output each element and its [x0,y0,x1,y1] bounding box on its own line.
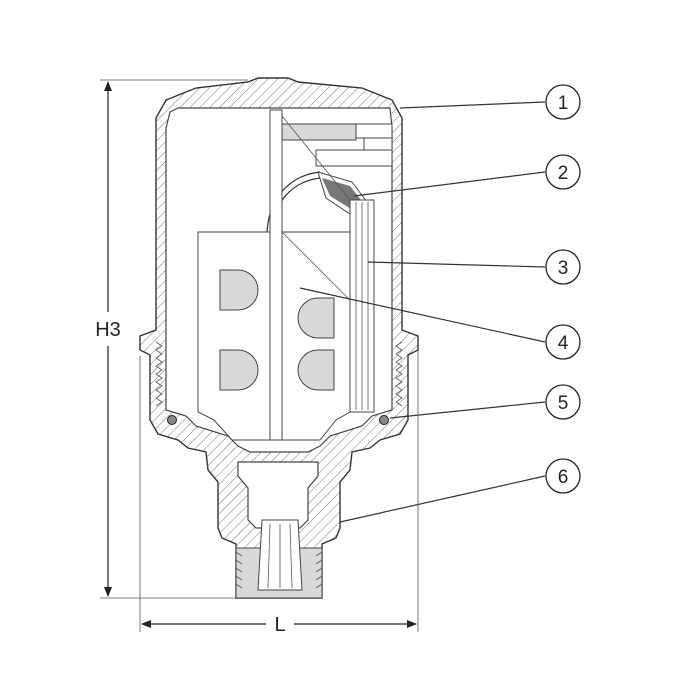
callout-3-label: 3 [558,258,569,279]
leader-lines [299,101,546,523]
callout-5: 5 [545,384,581,420]
vent-outlet [281,123,393,153]
callout-5-label: 5 [558,393,569,414]
callout-6-label: 6 [558,467,569,488]
callout-4: 4 [545,324,581,360]
callout-1-label: 1 [558,93,569,114]
inlet-thread [235,551,323,589]
guide-rods [315,149,393,413]
callout-2: 2 [545,154,581,190]
callout-2-label: 2 [558,163,569,184]
length-dimension: L [139,350,419,636]
height-dimension: H3 [95,79,248,599]
callout-4-label: 4 [558,333,569,354]
body-thread [155,341,403,407]
o-ring-seals [167,415,389,425]
callout-1: 1 [545,84,581,120]
height-dimension-label: H3 [95,319,121,341]
callout-3: 3 [545,249,581,285]
length-dimension-label: L [274,614,285,636]
float [197,109,351,441]
callout-6: 6 [545,458,581,494]
